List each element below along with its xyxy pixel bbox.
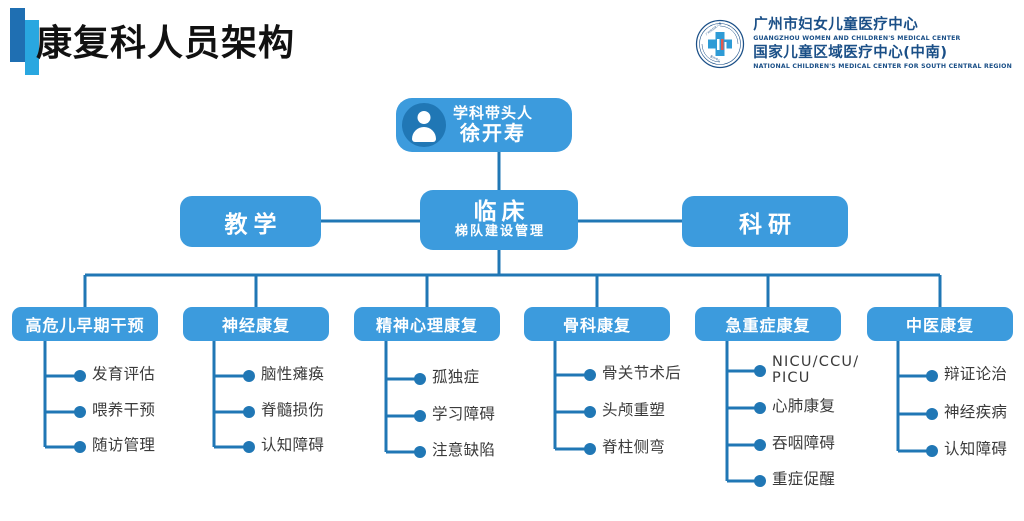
leaf-item[interactable]: 随访管理 (92, 436, 156, 454)
node-teaching[interactable]: 教学 (180, 196, 321, 247)
logo-line1-cn: 广州市妇女儿童医疗中心 (753, 16, 919, 33)
leaf-item[interactable]: 孤独症 (432, 368, 480, 386)
leaf-item[interactable]: NICU/CCU/ PICU (772, 354, 860, 387)
leaf-item[interactable]: 喂养干预 (92, 401, 156, 419)
node-clinical-sublabel: 梯队建设管理 (454, 224, 545, 240)
node-research[interactable]: 科研 (682, 196, 848, 247)
leaf-item[interactable]: 重症促醒 (772, 470, 836, 488)
node-psych-rehab[interactable]: 精神心理康复 (354, 307, 500, 341)
leaf-item[interactable]: 辩证论治 (944, 365, 1008, 383)
leader-role-label: 学科带头人 (453, 104, 534, 123)
node-ortho-rehab[interactable]: 骨科康复 (524, 307, 670, 341)
logo-line2-en: NATIONAL CHILDREN'S MEDICAL CENTER FOR S… (753, 62, 1012, 70)
leaf-item[interactable]: 头颅重塑 (602, 401, 666, 419)
leaf-item[interactable]: 注意缺陷 (432, 441, 496, 459)
node-clinical[interactable]: 临床 梯队建设管理 (420, 190, 578, 250)
node-discipline-leader[interactable]: 学科带头人 徐开寿 (396, 98, 572, 152)
leaf-item[interactable]: 骨关节术后 (602, 364, 682, 382)
page-title: 康复科人员架构 (36, 23, 296, 64)
leader-name: 徐开寿 (460, 120, 526, 145)
hospital-logo: 广州市妇女儿童 医疗中心 广州市妇女儿童医疗中心 GUANGZHOU WOMEN… (695, 16, 1012, 72)
logo-line2-cn: 国家儿童区域医疗中心(中南) (753, 45, 948, 61)
leaf-item[interactable]: 脑性瘫痪 (261, 365, 325, 383)
node-tcm-rehab[interactable]: 中医康复 (867, 307, 1013, 341)
person-icon (402, 103, 446, 147)
title-accent-bar-dark (10, 8, 25, 62)
leaf-item[interactable]: 心肺康复 (772, 397, 836, 415)
hospital-logo-text: 广州市妇女儿童医疗中心 GUANGZHOU WOMEN AND CHILDREN… (753, 16, 1012, 70)
svg-text:医疗中心: 医疗中心 (710, 54, 722, 63)
node-high-risk-infant[interactable]: 高危儿早期干预 (12, 307, 158, 341)
leaf-item[interactable]: 神经疾病 (944, 403, 1008, 421)
page-header: 康复科人员架构 广州市妇女儿童 医疗中心 广州市妇女儿童医疗中心 GUANGZH… (0, 0, 1024, 88)
node-neuro-rehab[interactable]: 神经康复 (183, 307, 329, 341)
node-critical-care-rehab[interactable]: 急重症康复 (695, 307, 841, 341)
leaf-item[interactable]: 认知障碍 (944, 440, 1008, 458)
leaf-item[interactable]: 脊髓损伤 (261, 401, 325, 419)
logo-line1-en: GUANGZHOU WOMEN AND CHILDREN'S MEDICAL C… (753, 34, 961, 42)
leaf-item[interactable]: 吞咽障碍 (772, 434, 836, 452)
leader-text-block: 学科带头人 徐开寿 (453, 104, 534, 145)
node-clinical-label: 临床 (473, 199, 530, 226)
hospital-seal-icon: 广州市妇女儿童 医疗中心 (696, 19, 745, 69)
leaf-item[interactable]: 脊柱侧弯 (602, 438, 666, 456)
leaf-item[interactable]: 发育评估 (92, 365, 156, 383)
leaf-item[interactable]: 认知障碍 (261, 436, 325, 454)
leaf-item[interactable]: 学习障碍 (432, 405, 496, 423)
title-accent-bar-light (25, 20, 39, 75)
